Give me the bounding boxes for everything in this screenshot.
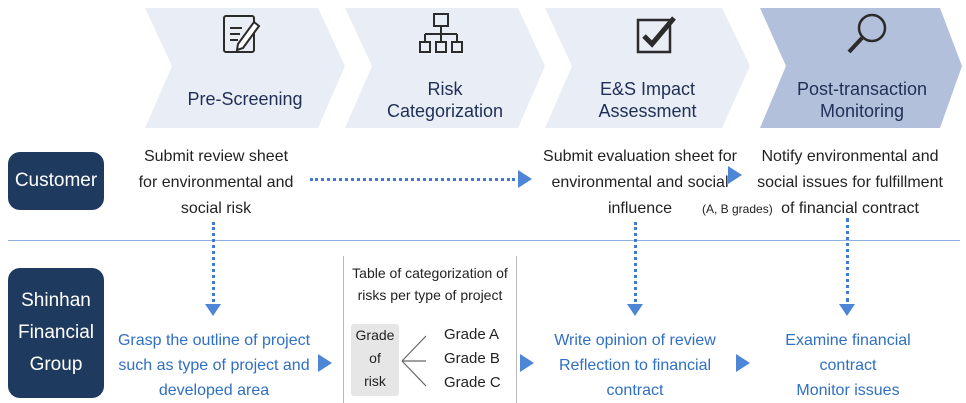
stage-label-risk-categorization: Risk Categorization — [386, 79, 504, 121]
stage-label-es-impact: E&S Impact Assessment — [598, 79, 697, 121]
grade-b: Grade B — [444, 350, 500, 367]
table-title: Table of categorization of risks per typ… — [352, 265, 508, 303]
customer-step4-text: Notify environmental and social issues f… — [757, 148, 943, 217]
magnifier-icon — [847, 13, 887, 54]
stage-label-post-transaction: Post-transaction Monitoring — [796, 79, 928, 121]
vertical-connector-1 — [212, 222, 215, 302]
chevron-es-impact — [545, 8, 750, 128]
arrow-right-icon — [318, 354, 332, 372]
arrow-right-icon — [728, 166, 742, 184]
customer-dotted-connector — [310, 178, 515, 181]
customer-label: Customer — [8, 152, 104, 210]
customer-step3-block: Submit evaluation sheet for environmenta… — [542, 144, 738, 222]
sfg-step1-text: Grasp the outline of project such as typ… — [117, 332, 311, 399]
customer-step3-note: (A, B grades) — [702, 202, 773, 216]
grade-c: Grade C — [444, 374, 501, 391]
row-divider — [8, 240, 960, 241]
chevron-risk-categorization — [345, 8, 545, 128]
checkbox-icon — [636, 16, 676, 54]
grade-a: Grade A — [444, 326, 500, 343]
vertical-connector-3 — [634, 222, 637, 302]
arrow-down-icon — [205, 304, 221, 316]
stage-label-pre-screening: Pre-Screening — [187, 89, 303, 109]
vertical-connector-4 — [846, 218, 849, 302]
arrow-right-icon — [518, 170, 532, 188]
grade-branch-lines — [401, 335, 427, 387]
grade-of-risk-box: Grade of risk — [351, 324, 399, 396]
arrow-right-icon — [520, 354, 534, 372]
arrow-down-icon — [839, 304, 855, 316]
process-chevrons — [145, 8, 962, 128]
customer-step1-text: Submit review sheet for environmental an… — [138, 148, 294, 217]
categorization-table-card: Table of categorization of risks per typ… — [343, 256, 517, 403]
sfg-label: Shinhan Financial Group — [8, 268, 104, 398]
chevron-post-transaction — [760, 8, 962, 128]
sfg-step3-text: Write opinion of review Reflection to fi… — [554, 332, 716, 399]
hierarchy-icon — [419, 13, 463, 53]
document-edit-icon — [223, 15, 261, 53]
arrow-right-icon — [736, 354, 750, 372]
customer-step3-text: Submit evaluation sheet for environmenta… — [543, 148, 737, 217]
arrow-down-icon — [627, 304, 643, 316]
chevron-pre-screening — [145, 8, 345, 128]
sfg-step4-text: Examine financial contract Monitor issue… — [785, 332, 911, 399]
